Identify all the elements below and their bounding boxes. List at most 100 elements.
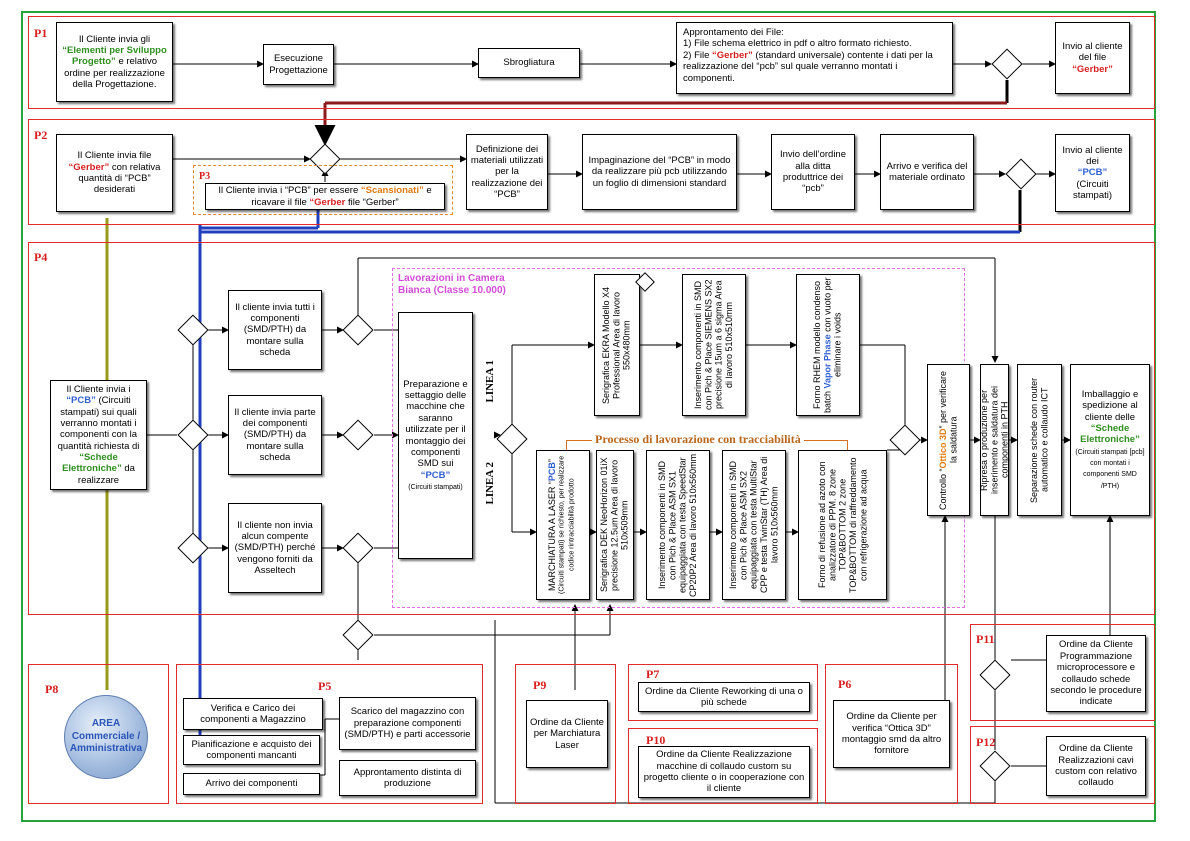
p4-imballo-text-a: Imballaggio e spedizione al cliente dell… [1081,388,1139,423]
p2-invio-box: Invio al cliente dei“PCB”(Circuiti stamp… [1055,134,1130,212]
panel-p12 [970,726,1155,804]
panel-label-p1: P1 [34,26,48,40]
panel-p6 [825,664,958,804]
l2-laser-text-b: PCB [547,462,558,482]
p1-sbrogliatura-box: Sbrogliatura [478,48,580,78]
p2-invio-text-c: (Circuiti stampati) [1072,178,1113,202]
p1-file-item-2b: “Gerber” [712,49,753,61]
p2-cliente-box: Il Cliente invia file“Gerber” con relati… [56,134,173,212]
clean-room-title: Lavorazioni in Camera Bianca (Classe 10.… [398,273,506,296]
p11-ordine-box: Ordine da Cliente Programmazione micropr… [1046,635,1146,712]
p2-cliente-text-b: “Gerber” [68,161,110,173]
l2-insert1-box: Inserimento componenti in SMD con Pich &… [646,450,710,600]
p4-cliente-text-a: Il Cliente invia i [66,383,131,395]
p4-separazione-box: Separazione schede con router automatico… [1017,364,1062,516]
l2-insert2-text: Inserimento componenti in SMD con Pich &… [728,456,780,594]
area-commerciale-circle: AREA Commerciale / Amministrativa [64,695,148,779]
p4-prep-text-c: (Circuiti stampati) [408,484,463,492]
p1-file-item-1: 1) File schema elettrico in pdf o altro … [683,38,912,50]
p2-impaginazione-box: Impaginazione del “PCB” in modo da reali… [582,134,737,210]
p3-text-a: Il Cliente invia i “PCB” per essere [218,185,359,197]
l1-serigrafica-box: Serigrafica EKRA Modello X4 Professional… [594,274,640,416]
panel-label-p6: P6 [838,677,852,691]
p4-nessuno-box: Il cliente non invia alcun compente (SMD… [228,503,322,593]
p2-definizione-box: Definizione dei materiali utilizzati per… [466,134,548,210]
p2-invio-text-b: “PCB” [1077,167,1108,179]
p3-text-e: file “Gerber” [347,196,399,208]
p5-verifica-box: Verifica e Carico dei componenti a Magaz… [183,698,323,730]
p4-cliente-box: Il Cliente invia i “PCB” (Circuiti stamp… [50,380,147,490]
p4-cliente-text-d: “Schede Elettroniche” [62,452,122,475]
p3-text-c: e ricavare il file [251,185,432,208]
l1-forno-box: Forno RHEM modello condenso batch Vapor … [796,274,860,416]
l2-insert1-text: Inserimento componenti in SMD con Pich &… [657,453,699,597]
panel-label-p11: P11 [976,632,995,646]
p4-preparazione-box: Preparazione e settaggio delle macchine … [398,312,473,559]
panel-p1 [28,16,1155,109]
p1-cliente-text-c: e relativo ordine per realizzazione dell… [64,56,165,91]
panel-label-p3: P3 [199,171,211,182]
p1-file-title: Approntamento dei File: [683,27,784,38]
p12-ordine-box: Ordine da Cliente Realizzazioni cavi cus… [1046,736,1146,796]
panel-p5 [176,664,483,804]
panel-p8 [28,664,169,804]
panel-p2 [28,119,1155,225]
p4-ripresa-box: Ripresa o produzione per inserimento e s… [978,364,1010,516]
l2-laser-text-a: MARCHIATURA A LASER “ [547,481,558,591]
panel-p4 [28,242,1155,615]
panel-label-p12: P12 [976,735,996,749]
p1-esecuzione-box: Esecuzione Progettazione [263,44,334,85]
l2-laser-text-d: (Circuiti stampati) se richiesto, per re… [558,455,577,595]
p4-ottico-box: Controllo “Ottico 3D” per verificare la … [927,364,970,516]
panel-label-p2: P2 [34,128,48,142]
p4-tutti-box: Il cliente invia tutti i componenti (SMD… [228,290,322,370]
p4-ripresa-text: Ripresa o produzione per inserimento e s… [978,385,1010,495]
l1-insert-box: Inserimento componenti in SMD con Pich &… [682,274,746,416]
p4-separazione-text: Separazione schede con router automatico… [1029,377,1050,503]
p4-prep-text-b: “PCB” [420,469,451,481]
p1-cliente-box: Il Cliente invia gli “Elementi per Svilu… [56,22,173,102]
p1-invio-box: Invio al cliente del file“Gerber” [1055,22,1130,94]
p4-prep-text-a: Preparazione e settaggio delle macchine … [403,378,468,470]
p2-cliente-text-a: Il Cliente invia file [77,150,152,162]
l2-serigrafica-box: Serigrafica DEK NeoHorizon 01iX precisio… [596,450,634,600]
p3-text-d: “Gerber [309,196,346,208]
p1-file-box: Approntamento dei File: 1) File schema e… [676,22,953,94]
p4-cliente-text-b: “PCB” [66,395,96,407]
p5-arrivo-box: Arrivo dei componenti [183,773,320,795]
l2-forno-box: Forno di refusione ad azoto con analizza… [798,450,887,600]
l1-forno-text-b: Vapor Phase [822,334,833,389]
p9-ordine-box: Ordine da Cliente per Marchiatura Laser [526,700,608,768]
p4-cliente-text-c: (Circuiti stampati) sui quali verranno m… [57,395,140,452]
p4-ottico-text-b: Ottico 3D [938,428,949,469]
linea-2-label: LINEA 2 [484,462,496,505]
p5-pianificazione-box: Pianificazione e acquisto dei componenti… [183,735,320,765]
p4-imballo-text-b: “Schede Elettroniche” [1080,422,1140,446]
p4-ottico-text-a: Controllo “ [938,468,949,510]
l1-insert-text: Inserimento componenti in SMD con Pich &… [693,279,735,411]
p7-ordine-box: Ordine da Cliente Reworking di una o più… [638,682,810,712]
l1-serigrafica-text: Serigrafica EKRA Modello X4 Professional… [601,286,633,404]
panel-label-p4: P4 [34,250,48,264]
p2-invio-ordine-box: Invio dell’ordine alla ditta produttrice… [771,134,855,210]
p2-arrivo-box: Arrivo e verifica del materiale ordinato [880,134,974,210]
p1-invio-text-a: Invio al cliente del file [1062,40,1123,64]
panel-p10 [628,728,818,804]
p2-invio-text-a: Invio al cliente dei [1062,144,1123,167]
panel-p11 [970,624,1155,721]
panel-label-p8: P8 [45,682,59,696]
p1-invio-text-b: “Gerber” [1072,63,1113,75]
traceability-title: Processo di lavorazione con tracciabilit… [592,432,804,447]
p1-cliente-text-a: Il Cliente invia gli [78,33,151,45]
p4-cliente-text-e: da realizzare [77,463,135,486]
p10-ordine-box: Ordine da Cliente Realizzazione macchine… [638,746,810,798]
p4-parte-box: Il cliente invia parte dei componenti (S… [228,395,322,475]
panel-label-p10: P10 [646,733,666,747]
p1-cliente-text-b: “Elementi per Sviluppo Progetto” [62,44,167,68]
diagram-frame [21,11,1156,822]
p5-scarico-box: Scarico del magazzino con preparazione c… [339,697,476,750]
l2-forno-text: Forno di refusione ad azoto con analizza… [816,457,869,593]
panel-label-p7: P7 [646,667,660,681]
p3-panel [193,165,453,215]
panel-p7 [628,664,818,721]
